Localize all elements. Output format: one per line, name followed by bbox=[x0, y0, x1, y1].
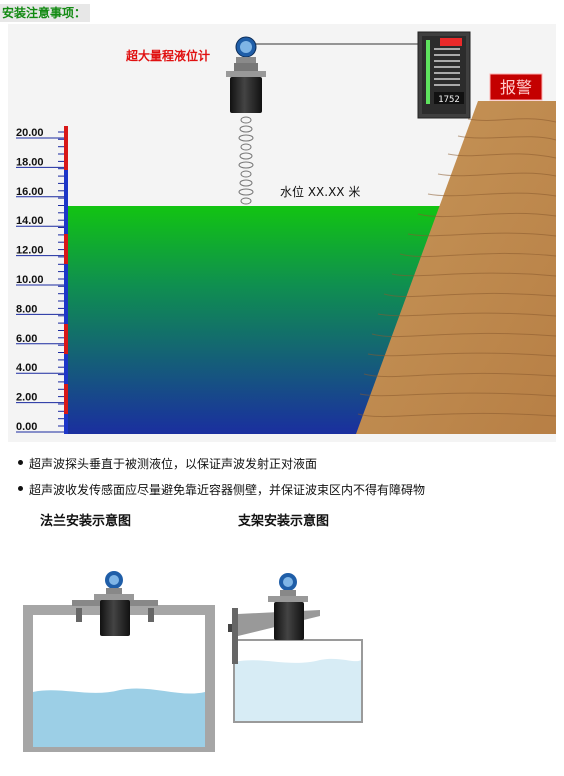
sound-wave-ring bbox=[240, 197, 252, 205]
scale-label: 6.00 bbox=[16, 333, 37, 345]
scale-label: 4.00 bbox=[16, 362, 37, 374]
sound-waves bbox=[238, 116, 254, 205]
main-level-diagram: 20.00 18.00 16.00 14.00 12.00 10.00 8.00 6.00 4.… bbox=[8, 24, 556, 442]
sound-wave-ring bbox=[238, 161, 254, 169]
bracket-tank bbox=[233, 639, 363, 723]
display-value: 1752 bbox=[438, 95, 460, 105]
sound-wave-ring bbox=[239, 125, 253, 133]
sound-wave-ring bbox=[240, 143, 252, 151]
flange-probe bbox=[72, 571, 158, 636]
bullet-dot-icon bbox=[18, 486, 23, 491]
scale-label: 14.00 bbox=[16, 215, 44, 227]
alarm-label: 报警 bbox=[500, 78, 532, 97]
scale-label: 20.00 bbox=[16, 127, 44, 139]
scale-label: 10.00 bbox=[16, 274, 44, 286]
scale-labels: 20.00 18.00 16.00 14.00 12.00 10.00 8.00 6.00 4.… bbox=[16, 127, 44, 433]
bracket-probe bbox=[268, 573, 308, 640]
wood-bank bbox=[356, 101, 556, 434]
installation-diagrams bbox=[23, 571, 363, 752]
note-text-1: 超声波探头垂直于被测液位，以保证声波发射正对液面 bbox=[29, 457, 318, 471]
note-item-2: 超声波收发传感面应尽量避免靠近容器侧壁，并保证波束区内不得有障碍物 bbox=[18, 482, 425, 498]
scale-label: 16.00 bbox=[16, 186, 44, 198]
scale-label: 12.00 bbox=[16, 245, 44, 257]
note-item-1: 超声波探头垂直于被测液位，以保证声波发射正对液面 bbox=[18, 456, 317, 472]
meter-label: 超大量程液位计 bbox=[125, 48, 210, 63]
water-level-text: 水位 XX.XX 米 bbox=[280, 184, 360, 199]
scale-label: 2.00 bbox=[16, 392, 37, 404]
ultrasonic-probe bbox=[226, 36, 266, 113]
sound-wave-ring bbox=[239, 152, 253, 160]
sound-wave-ring bbox=[239, 179, 253, 187]
sound-wave-ring bbox=[238, 188, 254, 196]
sound-wave-ring bbox=[240, 170, 252, 178]
sound-wave-ring bbox=[240, 116, 252, 124]
note-text-2: 超声波收发传感面应尽量避免靠近容器侧壁，并保证波束区内不得有障碍物 bbox=[29, 483, 426, 497]
scale-label: 8.00 bbox=[16, 303, 37, 315]
flange-install-title: 法兰安装示意图 bbox=[40, 514, 132, 529]
scale-label: 0.00 bbox=[16, 421, 37, 433]
page-title: 安装注意事项： bbox=[0, 4, 91, 22]
alarm-box bbox=[489, 73, 543, 101]
scale-label: 18.00 bbox=[16, 156, 44, 168]
bracket-install-title: 支架安装示意图 bbox=[238, 514, 330, 529]
controller-display bbox=[417, 31, 471, 119]
bullet-dot-icon bbox=[18, 460, 23, 465]
level-scale bbox=[16, 126, 68, 434]
sound-wave-ring bbox=[238, 134, 254, 142]
